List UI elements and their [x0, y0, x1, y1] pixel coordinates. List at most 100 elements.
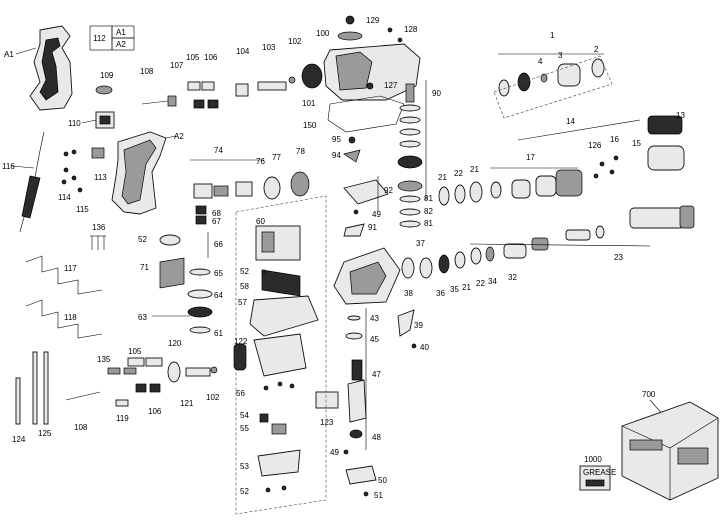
part-number-label: 52	[138, 235, 147, 244]
part-number-label: 38	[404, 289, 413, 298]
pins-136: 136	[90, 223, 106, 250]
part-number-label: 47	[372, 370, 381, 379]
part-number-label: 116	[2, 162, 15, 171]
part-number-label: 81	[424, 219, 433, 228]
spring-wires: 117 118	[25, 255, 103, 339]
part-number-label: 106	[204, 53, 218, 62]
grease-tube: 1000 GREASE	[579, 455, 616, 491]
part-number-label: 119	[116, 414, 129, 423]
part-number-label: 36	[436, 289, 445, 298]
variant-legend: 112 A1 A2	[89, 25, 135, 51]
part-number-label: 66	[214, 240, 223, 249]
part-number-label: 121	[180, 399, 194, 408]
part-number-label: 2	[594, 45, 599, 54]
part-number-label: 102	[288, 37, 302, 46]
top-middle-parts: 108 107 105 106 104 103 102	[140, 37, 302, 109]
handle-housing-a2: A2	[111, 131, 184, 215]
part-number-label: 56	[236, 389, 245, 398]
part-number-label: 120	[168, 339, 182, 348]
part-number-label: 126	[588, 141, 602, 150]
part-number-label: 94	[332, 151, 341, 160]
part-number-label: 22	[476, 279, 485, 288]
part-number-label: 15	[632, 139, 641, 148]
part-number-label: 71	[140, 263, 149, 272]
part-number-label: 34	[488, 277, 497, 286]
small-screws-left: 113 114 115	[58, 147, 107, 214]
part-number-label: 17	[526, 153, 535, 162]
part-number-label: 14	[566, 117, 575, 126]
part-number-label: 128	[404, 25, 418, 34]
clutch-stack: 90 81 82 81	[397, 80, 441, 228]
part-number-label: 102	[206, 393, 220, 402]
part-number-label: 40	[420, 343, 429, 352]
part-number-label: 74	[214, 146, 223, 155]
lower-middle-parts: 120 121 102	[167, 339, 220, 408]
label-a2: A2	[174, 132, 184, 141]
switch-assembly: 110 109	[68, 71, 115, 129]
part-number-label: 43	[370, 314, 379, 323]
part-number-label: 118	[64, 313, 77, 322]
part-number-label: 55	[240, 424, 249, 433]
legend-a1: A1	[116, 28, 126, 37]
part-number-label: 23	[614, 253, 623, 262]
part-number-label: 78	[296, 147, 305, 156]
part-number-label: 90	[432, 89, 441, 98]
part-number-label: 48	[372, 433, 381, 442]
part-number-label: 103	[262, 43, 276, 52]
part-number-label: 150	[303, 121, 317, 130]
part-number-label: 125	[38, 429, 52, 438]
part-number-label: 124	[12, 435, 26, 444]
part-number-label: 76	[256, 157, 265, 166]
gear-housing: 101 150 129 100 128 127	[301, 15, 421, 133]
power-cable: 116	[2, 131, 45, 233]
part-number-label: 63	[138, 313, 147, 322]
part-number-label: 92	[384, 186, 393, 195]
part-number-label: 105	[186, 53, 200, 62]
part-number-label: 700	[642, 390, 656, 399]
part-number-label: 60	[256, 217, 265, 226]
part-number-label: 64	[214, 291, 223, 300]
legend-code: 112	[93, 34, 106, 43]
part-number-label: 51	[374, 491, 383, 500]
rods: 124 125	[12, 351, 52, 444]
part-number-label: 82	[424, 207, 433, 216]
part-number-label: 113	[94, 173, 107, 182]
part-number-label: 16	[610, 135, 619, 144]
gear-column: 74 76 77 78 68 67 66 65 64 63 61 71 52	[138, 146, 310, 338]
part-number-label: 129	[366, 16, 380, 25]
part-number-label: 68	[212, 209, 221, 218]
part-number-label: 39	[414, 321, 423, 330]
part-number-label: 37	[416, 239, 425, 248]
grease-label: GREASE	[583, 468, 616, 477]
part-number-label: 1000	[584, 455, 602, 464]
part-number-label: 117	[64, 264, 77, 273]
lower-left-parts: 135 105 106 119 108	[65, 347, 163, 432]
part-number-label: 106	[148, 407, 162, 416]
part-number-label: 108	[140, 67, 154, 76]
part-number-label: 13	[676, 111, 685, 120]
part-number-label: 114	[58, 193, 71, 202]
part-number-label: 53	[240, 462, 249, 471]
part-number-label: 61	[214, 329, 223, 338]
part-number-label: 67	[212, 217, 221, 226]
part-number-label: 135	[97, 355, 111, 364]
legend-a2: A2	[116, 40, 126, 49]
part-number-label: 136	[92, 223, 106, 232]
part-number-label: 21	[462, 283, 471, 292]
part-number-label: 3	[558, 51, 563, 60]
part-number-label: 4	[538, 57, 543, 66]
part-number-label: 32	[508, 273, 517, 282]
part-number-label: 35	[450, 285, 459, 294]
part-number-label: 49	[372, 210, 381, 219]
part-number-label: 108	[74, 423, 88, 432]
part-number-label: 109	[100, 71, 114, 80]
part-number-label: 52	[240, 487, 249, 496]
part-number-label: 81	[424, 194, 433, 203]
part-number-label: 65	[214, 269, 223, 278]
motor-housing: 60 58 57 56 54 55 53 52 52 122	[233, 195, 327, 515]
part-number-label: 52	[240, 267, 249, 276]
part-number-label: 127	[384, 81, 398, 90]
part-number-label: 21	[438, 173, 447, 182]
part-number-label: 50	[378, 476, 387, 485]
